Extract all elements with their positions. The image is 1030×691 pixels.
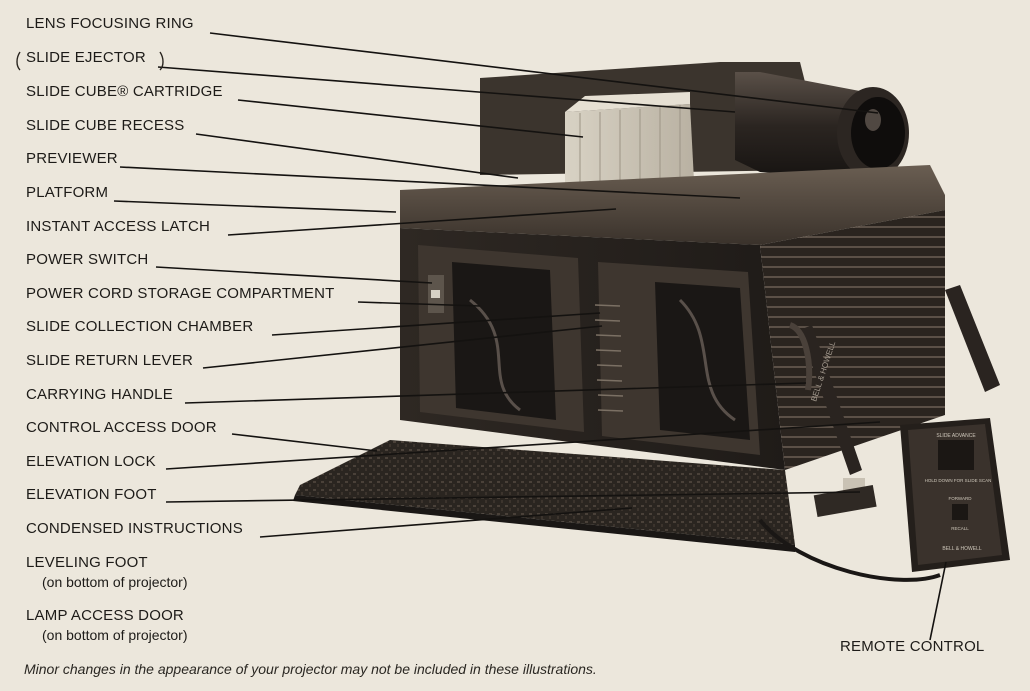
leader-condensed-instructions [259, 507, 633, 538]
leader-previewer [119, 166, 741, 199]
label-power-cord-storage-compartment: POWER CORD STORAGE COMPARTMENT [26, 285, 335, 302]
leader-instant-access-latch [227, 208, 617, 236]
part-labels: LENS FOCUSING RING SLIDE EJECTOR SLIDE C… [26, 15, 984, 655]
projector-illustration: BELL & HOWELL [293, 62, 1000, 552]
remote-forward-text: FORWARD [949, 496, 973, 501]
label-slide-return-lever: SLIDE RETURN LEVER [26, 352, 193, 369]
leader-control-access-door [231, 433, 378, 452]
leader-slide-collection-chamber [271, 312, 601, 336]
remote-hold-text: HOLD DOWN FOR SLIDE SCAN [925, 478, 992, 483]
leader-lines [113, 32, 947, 641]
remote-slide-advance-text: SLIDE ADVANCE [936, 433, 976, 439]
leader-slide-cube-cartridge [237, 99, 584, 138]
leader-slide-ejector [157, 66, 736, 113]
label-control-access-door: CONTROL ACCESS DOOR [26, 419, 217, 436]
label-instant-access-latch: INSTANT ACCESS LATCH [26, 218, 210, 235]
footnote: Minor changes in the appearance of your … [24, 661, 597, 677]
handdrawn-mark-right [159, 51, 164, 71]
remote-control: SLIDE ADVANCE HOLD DOWN FOR SLIDE SCAN F… [758, 418, 1010, 582]
sublabel-leveling-foot: (on bottom of projector) [42, 574, 188, 590]
label-remote-control: REMOTE CONTROL [840, 638, 984, 655]
label-slide-cube-recess: SLIDE CUBE RECESS [26, 117, 184, 134]
label-slide-cube-cartridge: SLIDE CUBE® CARTRIDGE [26, 83, 223, 100]
label-leveling-foot: LEVELING FOOT [26, 554, 148, 571]
carrying-handle [788, 322, 813, 391]
slide-advance-button [938, 440, 974, 470]
leader-slide-cube-recess [195, 133, 519, 179]
leader-power-switch [155, 266, 433, 284]
remote-cable [758, 518, 941, 582]
label-lens-focusing-ring: LENS FOCUSING RING [26, 15, 194, 32]
label-elevation-foot: ELEVATION FOOT [26, 486, 157, 503]
side-louvers [760, 210, 945, 470]
handdrawn-mark-left [16, 51, 21, 71]
leader-carrying-handle [184, 382, 807, 404]
leader-power-cord-storage [357, 301, 481, 307]
remote-recall-text: RECALL [951, 526, 969, 531]
label-condensed-instructions: CONDENSED INSTRUCTIONS [26, 520, 243, 537]
sublabel-lamp-access-door: (on bottom of projector) [42, 627, 188, 643]
label-previewer: PREVIEWER [26, 150, 118, 167]
forward-recall-switch [952, 504, 968, 520]
leader-elevation-lock [165, 421, 881, 470]
label-power-switch: POWER SWITCH [26, 251, 148, 268]
remote-brand-text: BELL & HOWELL [942, 546, 981, 552]
label-carrying-handle: CARRYING HANDLE [26, 386, 173, 403]
leader-platform [113, 200, 397, 213]
leader-remote-control [929, 561, 947, 641]
lens-barrel [735, 72, 870, 180]
leader-lens-focusing-ring [209, 32, 879, 114]
leader-elevation-foot [165, 491, 861, 503]
control-access-door [295, 440, 795, 545]
lens-glass [851, 97, 905, 169]
label-platform: PLATFORM [26, 184, 108, 201]
label-slide-collection-chamber: SLIDE COLLECTION CHAMBER [26, 318, 253, 335]
label-slide-ejector: SLIDE EJECTOR [26, 49, 146, 66]
leader-slide-return-lever [202, 325, 603, 369]
platform [400, 165, 945, 245]
label-lamp-access-door: LAMP ACCESS DOOR [26, 607, 184, 624]
elevation-leg [800, 325, 862, 475]
label-elevation-lock: ELEVATION LOCK [26, 453, 156, 470]
